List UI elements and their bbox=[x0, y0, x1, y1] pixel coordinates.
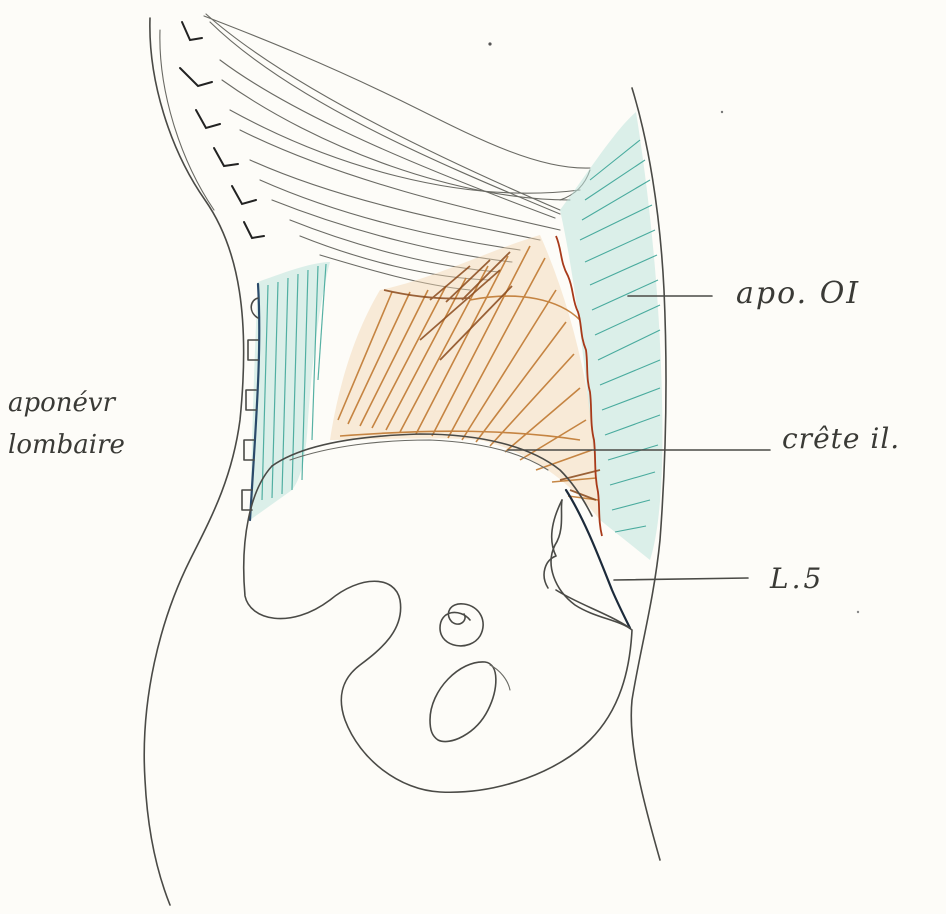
pelvis-outline bbox=[244, 466, 632, 792]
spinous-processes bbox=[180, 22, 264, 238]
left-body-contour bbox=[144, 18, 243, 905]
l5-lower-contour bbox=[556, 590, 630, 628]
pencil-dot bbox=[488, 42, 491, 45]
label-aponevrose-line1: aponévr bbox=[8, 382, 125, 424]
pencil-dot bbox=[857, 611, 859, 613]
label-aponevrose-lombaire: aponévr lombaire bbox=[8, 382, 125, 466]
pelvis-hatch bbox=[490, 665, 510, 690]
acetabulum-spiral bbox=[440, 604, 483, 646]
leader-line-l5 bbox=[614, 578, 748, 580]
obturator-foramen bbox=[430, 662, 496, 742]
label-l5: L.5 bbox=[770, 562, 824, 595]
label-crete-iliaque: crête il. bbox=[782, 422, 900, 455]
label-aponevrose-line2: lombaire bbox=[8, 424, 125, 466]
left-body-contour-inner bbox=[160, 30, 214, 210]
label-apo-oi: apo. OI bbox=[736, 276, 860, 311]
pencil-dot bbox=[721, 111, 723, 113]
